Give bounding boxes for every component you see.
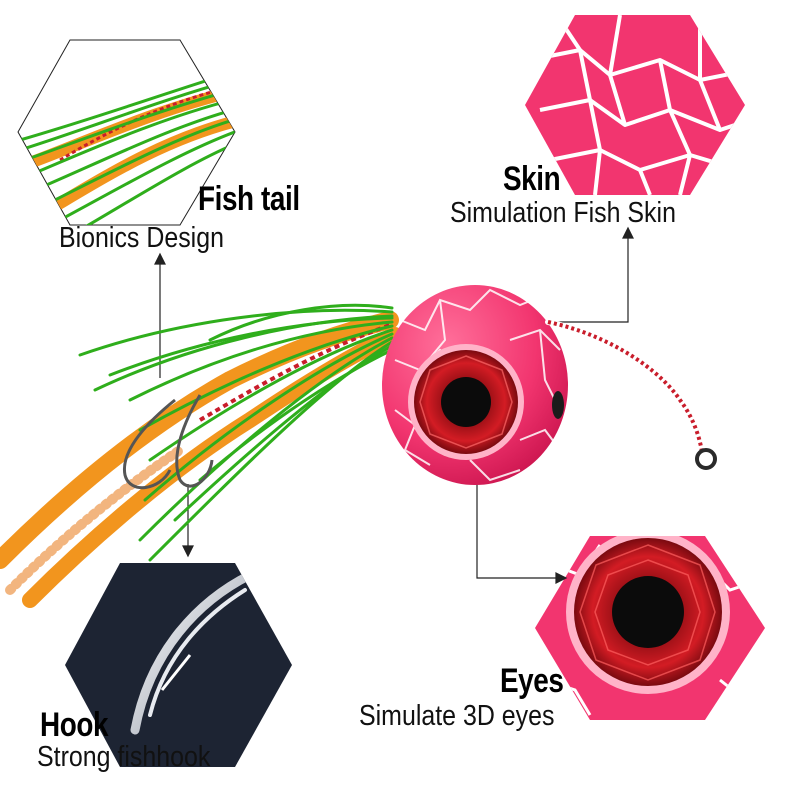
hook-subtitle: Strong fishhook bbox=[37, 741, 211, 773]
hook-hexagon bbox=[65, 563, 292, 767]
lure-hooks bbox=[123, 394, 214, 490]
hook-title: Hook bbox=[40, 706, 109, 744]
fish-tail-subtitle: Bionics Design bbox=[59, 222, 224, 254]
leader-line bbox=[545, 319, 717, 470]
eyes-subtitle: Simulate 3D eyes bbox=[359, 700, 555, 732]
fish-tail-title: Fish tail bbox=[198, 180, 300, 218]
connector-lines bbox=[154, 226, 634, 584]
skin-hexagon bbox=[525, 15, 745, 195]
skin-title: Skin bbox=[503, 160, 561, 198]
fish-tail-hexagon bbox=[17, 39, 236, 226]
eyes-title: Eyes bbox=[500, 662, 564, 700]
lure-head bbox=[382, 285, 568, 485]
skin-subtitle: Simulation Fish Skin bbox=[450, 197, 676, 229]
eyes-hexagon bbox=[535, 536, 765, 720]
